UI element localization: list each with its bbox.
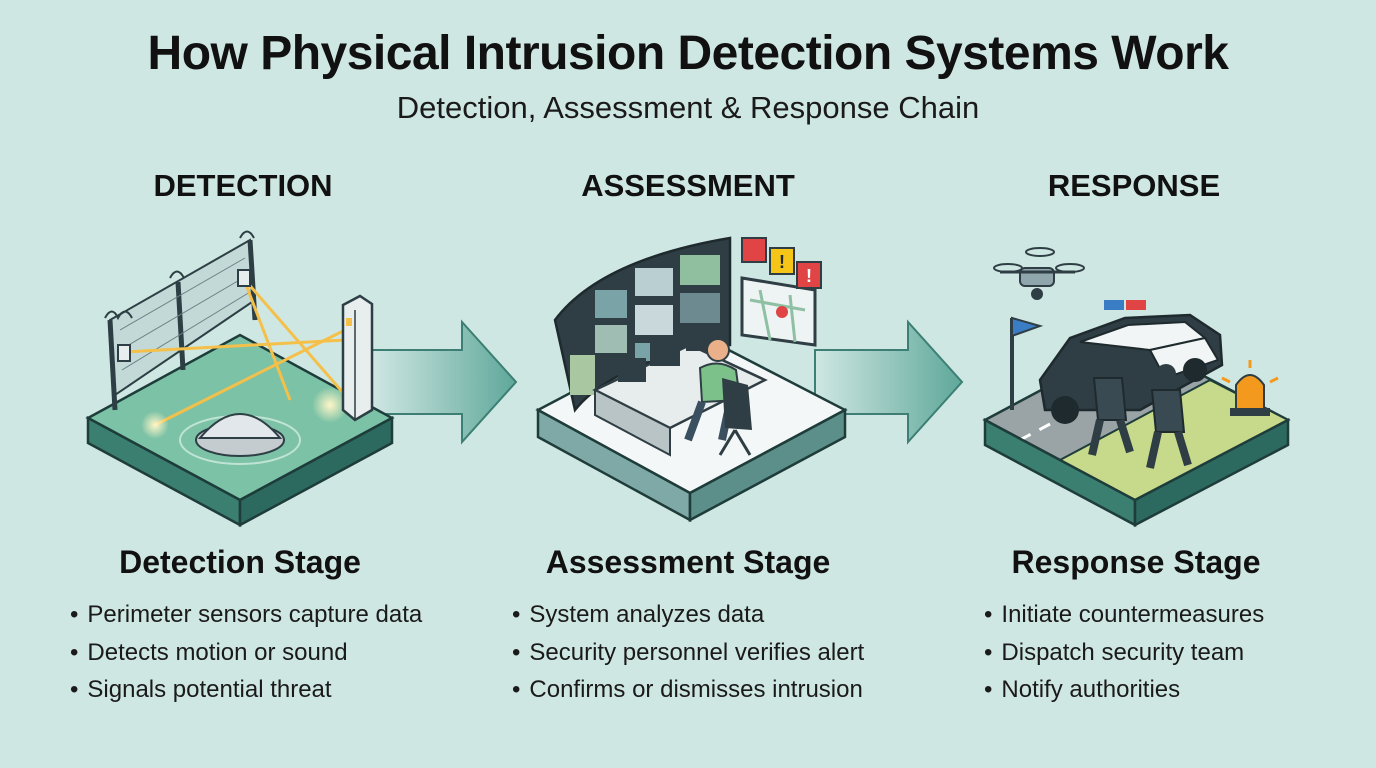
sensor-post-icon bbox=[341, 294, 374, 422]
laser-beam-icon bbox=[124, 279, 348, 439]
assessment-illustration: ! ! bbox=[535, 236, 848, 523]
warning-beacon-icon bbox=[1221, 360, 1279, 416]
assessment-stage-title: Assessment Stage bbox=[545, 544, 831, 580]
detection-stage-title: Detection Stage bbox=[119, 544, 361, 580]
guard-icon bbox=[1146, 364, 1192, 469]
map-screen-icon bbox=[740, 276, 817, 347]
response-illustration bbox=[982, 247, 1291, 528]
detection-heading: DETECTION bbox=[153, 168, 333, 203]
list-item: Dispatch security team bbox=[984, 634, 1264, 672]
list-item: System analyzes data bbox=[512, 596, 864, 634]
detection-bullet-list: Perimeter sensors capture data Detects m… bbox=[70, 596, 422, 709]
list-item: Detects motion or sound bbox=[70, 634, 422, 672]
dome-sensor-icon bbox=[179, 413, 301, 465]
detection-illustration bbox=[85, 230, 395, 528]
arrow-right-icon bbox=[371, 319, 518, 445]
svg-text:!: ! bbox=[779, 252, 785, 272]
response-heading: RESPONSE bbox=[1047, 168, 1221, 203]
list-item: Perimeter sensors capture data bbox=[70, 596, 422, 634]
list-item: Confirms or dismisses intrusion bbox=[512, 671, 864, 709]
monitor-wall-icon bbox=[553, 236, 732, 413]
list-item: Security personnel verifies alert bbox=[512, 634, 864, 672]
assessment-heading: ASSESSMENT bbox=[581, 168, 795, 203]
list-item: Notify authorities bbox=[984, 671, 1264, 709]
perimeter-fence-icon bbox=[104, 230, 258, 411]
assessment-bullet-list: System analyzes data Security personnel … bbox=[512, 596, 864, 709]
page-subtitle: Detection, Assessment & Response Chain bbox=[396, 90, 980, 125]
operator-icon bbox=[684, 338, 752, 456]
page-title: How Physical Intrusion Detection Systems… bbox=[147, 27, 1229, 80]
svg-text:!: ! bbox=[806, 266, 812, 286]
response-bullet-list: Initiate countermeasures Dispatch securi… bbox=[984, 596, 1264, 709]
list-item: Initiate countermeasures bbox=[984, 596, 1264, 634]
alert-sign-icon: ! ! bbox=[741, 237, 822, 289]
response-stage-title: Response Stage bbox=[1011, 544, 1261, 580]
guard-icon bbox=[1088, 352, 1134, 456]
flag-icon bbox=[1010, 316, 1044, 410]
list-item: Signals potential threat bbox=[70, 671, 422, 709]
drone-icon bbox=[993, 247, 1085, 300]
